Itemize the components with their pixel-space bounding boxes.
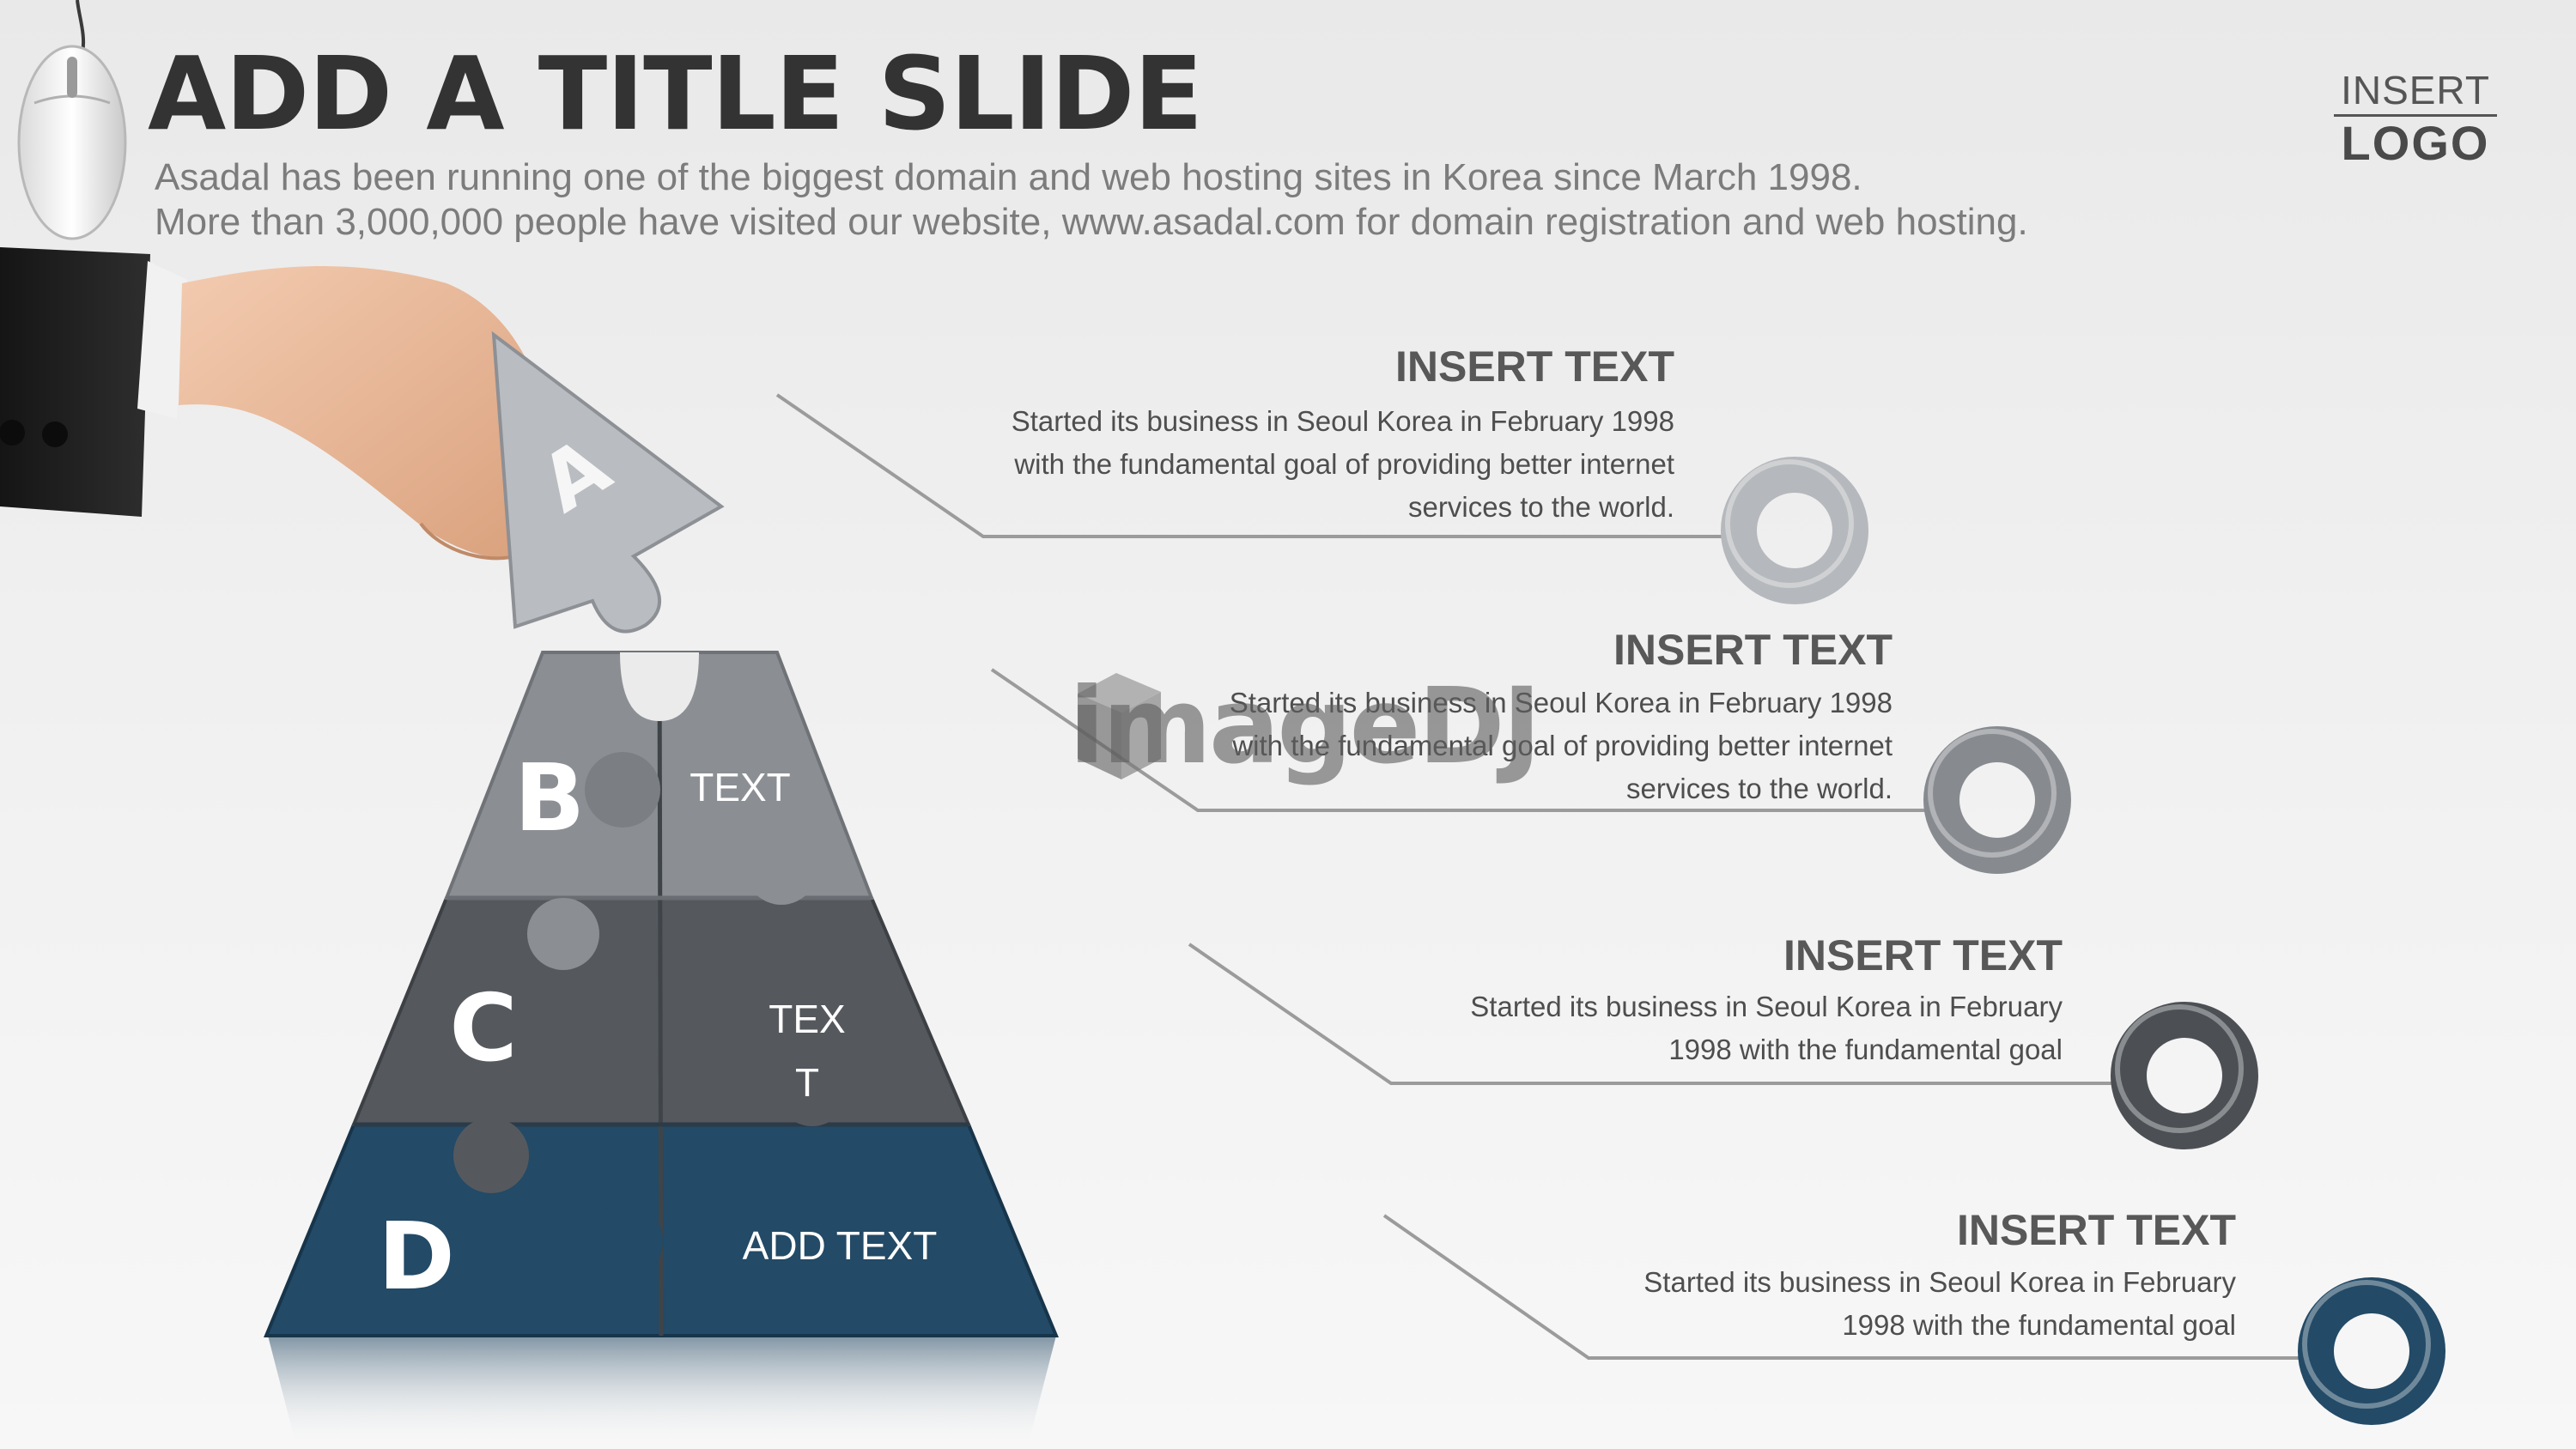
subtitle-line-2: More than 3,000,000 people have visited … <box>155 201 2028 243</box>
callout-line-3 <box>1188 943 2117 1085</box>
callout-lines <box>775 393 2301 1360</box>
watermark-text: imageDJ <box>1069 665 1541 787</box>
ring-marker-4 <box>2298 1277 2445 1425</box>
piece-c-letter: C <box>449 975 518 1082</box>
ring-highlight-3 <box>2115 1004 2244 1133</box>
piece-d-letter: D <box>378 1203 455 1311</box>
ring-highlight-2 <box>1928 729 2057 858</box>
puzzle-piece-a[interactable] <box>491 330 725 634</box>
callout-line-2 <box>990 668 1932 812</box>
logo-divider <box>2334 114 2497 117</box>
ring-marker-3 <box>2111 1002 2258 1149</box>
ring-marker-1 <box>1721 457 1868 604</box>
logo-line-2: LOGO <box>2341 116 2490 170</box>
item-1-heading: INSERT TEXT <box>1394 343 1674 391</box>
puzzle-pyramid <box>264 651 1059 1337</box>
callout-line-4 <box>1382 1214 2301 1360</box>
piece-c-label: TEX T <box>769 997 846 1105</box>
item-4-heading: INSERT TEXT <box>1956 1206 2236 1254</box>
callout-line-1 <box>775 393 1726 538</box>
pyramid-reflection <box>268 1336 1056 1449</box>
piece-d-label: ADD TEXT <box>742 1223 938 1268</box>
item-2-heading: INSERT TEXT <box>1613 626 1893 674</box>
piece-b-letter: B <box>513 745 586 852</box>
item-3-heading: INSERT TEXT <box>1783 931 2063 979</box>
watermark-cube <box>1078 673 1161 779</box>
item-4-body: Started its business in Seoul Korea in F… <box>1643 1266 2236 1341</box>
subtitle-line-1: Asadal has been running one of the bigge… <box>155 156 1862 198</box>
piece-b-label: TEXT <box>690 765 791 809</box>
hand-image <box>0 247 554 561</box>
item-2-body: Started its business in Seoul Korea in F… <box>1229 687 1893 804</box>
logo-line-1: INSERT <box>2341 68 2490 112</box>
ring-highlight-4 <box>2302 1280 2431 1409</box>
mouse-image <box>17 0 127 240</box>
ring-marker-2 <box>1923 726 2071 874</box>
item-3-body: Started its business in Seoul Korea in F… <box>1470 991 2063 1065</box>
ring-highlight-1 <box>1725 459 1854 588</box>
slide-title: ADD A TITLE SLIDE <box>148 34 1203 153</box>
item-1-body: Started its business in Seoul Korea in F… <box>1011 405 1674 523</box>
